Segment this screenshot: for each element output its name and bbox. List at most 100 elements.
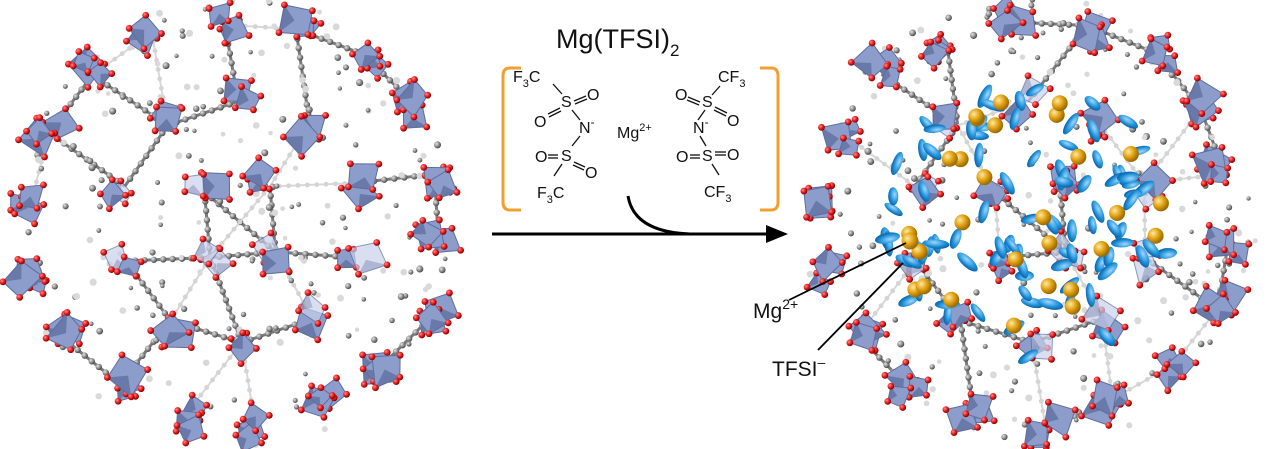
oxygen-atom — [286, 268, 293, 275]
carbon-atom — [205, 226, 211, 232]
oxygen-atom — [423, 124, 430, 131]
carbon-atom — [145, 346, 151, 352]
oxygen-atom — [898, 60, 905, 67]
carbon-atom — [398, 293, 405, 300]
carbon-atom — [877, 214, 882, 219]
oxygen-atom — [1230, 251, 1237, 258]
oxygen-atom — [897, 66, 904, 73]
oxygen-atom — [1008, 268, 1015, 275]
carbon-atom — [97, 204, 103, 210]
oxygen-atom — [226, 170, 233, 177]
carbon-atom — [976, 328, 981, 333]
carbon-atom — [897, 340, 904, 347]
oxygen-atom — [179, 105, 186, 112]
oxygen-atom — [1222, 179, 1229, 186]
carbon-atom — [88, 164, 95, 171]
carbon-atom — [1108, 136, 1113, 141]
oxygen-atom — [868, 347, 875, 354]
oxygen-atom — [257, 93, 264, 100]
oxygen-atom — [919, 204, 926, 211]
oxygen-atom — [825, 244, 832, 251]
carbon-atom — [134, 305, 140, 311]
oxygen-atom — [1101, 97, 1108, 104]
oxygen-atom — [118, 177, 125, 184]
carbon-atom — [263, 25, 268, 30]
carbon-atom — [227, 326, 232, 331]
svg-text:O: O — [675, 87, 687, 104]
tfsi-anion-sphere — [1025, 148, 1044, 170]
oxygen-atom — [943, 406, 950, 413]
carbon-atom — [1206, 269, 1211, 274]
carbon-atom — [251, 73, 256, 78]
carbon-atom — [1012, 379, 1018, 385]
oxygen-atom — [413, 314, 420, 321]
svg-text:O: O — [727, 113, 739, 130]
carbon-atom — [1004, 364, 1010, 370]
carbon-atom — [253, 24, 258, 29]
oxygen-atom — [345, 245, 352, 252]
carbon-atom — [1034, 251, 1040, 257]
oxygen-atom — [1207, 178, 1214, 185]
oxygen-atom — [1025, 72, 1032, 79]
carbon-atom — [864, 148, 871, 155]
carbon-atom — [272, 176, 277, 181]
carbon-atom — [129, 286, 133, 290]
carbon-atom — [1190, 271, 1196, 277]
carbon-atom — [280, 206, 285, 211]
carbon-atom — [250, 259, 255, 264]
carbon-atom — [335, 42, 341, 48]
carbon-atom — [984, 326, 990, 332]
oxygen-atom — [846, 339, 853, 346]
oxygen-atom — [223, 75, 230, 82]
carbon-atom — [148, 145, 154, 151]
oxygen-atom — [1027, 331, 1034, 338]
oxygen-atom — [384, 261, 391, 268]
carbon-atom — [279, 116, 286, 123]
oxygen-atom — [258, 440, 265, 447]
oxygen-atom — [857, 128, 864, 135]
carbon-atom — [166, 380, 172, 386]
carbon-atom — [290, 205, 295, 210]
oxygen-atom — [1041, 420, 1048, 427]
oxygen-atom — [879, 321, 886, 328]
oxygen-atom — [1219, 144, 1226, 151]
carbon-atom — [89, 358, 95, 364]
carbon-atom — [338, 86, 342, 90]
oxygen-atom — [1215, 320, 1222, 327]
oxygen-atom — [436, 194, 443, 201]
carbon-atom — [134, 102, 140, 108]
carbon-atom — [857, 244, 862, 249]
oxygen-atom — [954, 100, 961, 107]
oxygen-atom — [1032, 101, 1039, 108]
carbon-atom — [434, 141, 441, 148]
tfsi-anion-sphere — [888, 187, 899, 206]
oxygen-atom — [261, 433, 268, 440]
oxygen-atom — [238, 83, 245, 90]
carbon-atom — [909, 29, 916, 36]
oxygen-atom — [1174, 69, 1181, 76]
oxygen-atom — [893, 84, 900, 91]
oxygen-atom — [426, 330, 433, 337]
carbon-atom — [244, 213, 249, 218]
carbon-atom — [1193, 200, 1198, 205]
svg-text:TFSI–: TFSI– — [772, 354, 826, 381]
carbon-atom — [268, 131, 273, 136]
carbon-atom — [343, 123, 348, 128]
oxygen-atom — [990, 393, 997, 400]
carbon-atom — [1131, 166, 1136, 171]
carbon-atom — [44, 111, 49, 116]
oxygen-atom — [945, 47, 952, 54]
carbon-atom — [99, 167, 105, 173]
oxygen-atom — [962, 410, 969, 417]
carbon-atom — [995, 60, 1001, 66]
carbon-atom — [73, 293, 80, 300]
carbon-atom — [1058, 202, 1064, 208]
carbon-atom — [270, 221, 276, 227]
carbon-atom — [322, 252, 328, 258]
oxygen-atom — [314, 336, 321, 343]
svg-text:S: S — [561, 94, 572, 111]
oxygen-atom — [192, 319, 199, 326]
oxygen-atom — [929, 103, 936, 110]
carbon-atom — [324, 182, 329, 187]
carbon-atom — [421, 153, 427, 159]
